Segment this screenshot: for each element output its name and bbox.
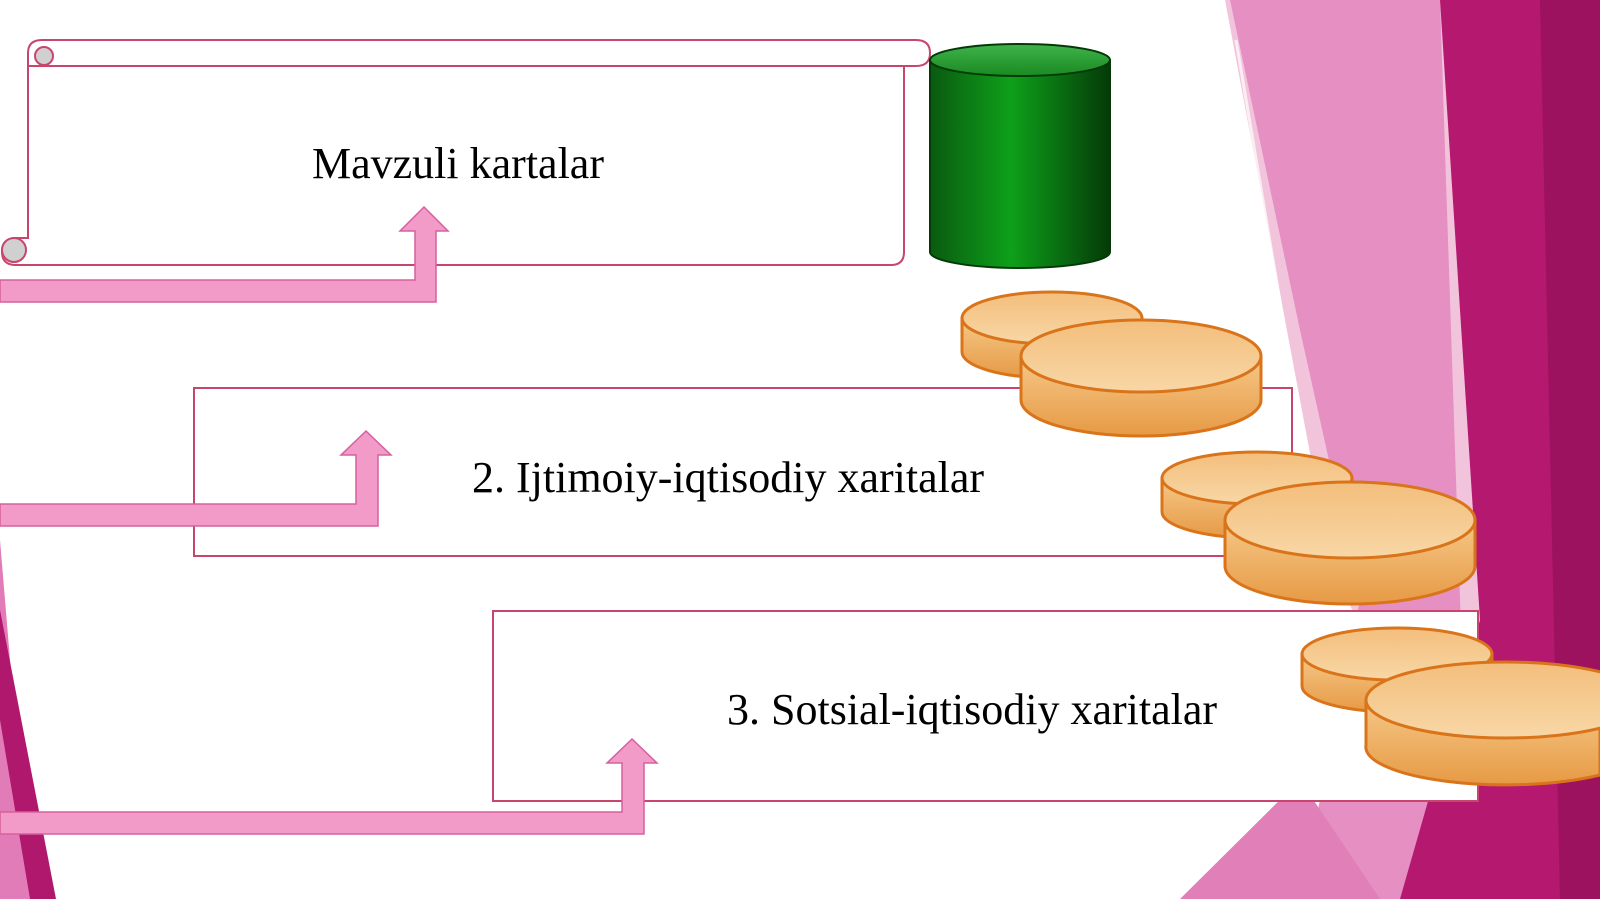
green-cylinder-icon: [929, 43, 1111, 269]
scroll-frame-1: [0, 39, 932, 266]
bent-up-arrow-icon: [0, 205, 450, 303]
decor-left: [0, 540, 56, 899]
coin-stack-icon: [960, 290, 1263, 438]
step-3-label: 3. Sotsial-iqtisodiy xaritalar: [727, 685, 1218, 734]
coin-stack-icon: [1300, 626, 1600, 787]
step-1-label: Mavzuli kartalar: [312, 139, 604, 188]
coin-stack-icon: [1160, 450, 1477, 606]
step-2-label: 2. Ijtimoiy-iqtisodiy xaritalar: [472, 453, 985, 502]
bent-up-arrow-icon: [0, 737, 659, 835]
bent-up-arrow-icon: [0, 429, 393, 527]
